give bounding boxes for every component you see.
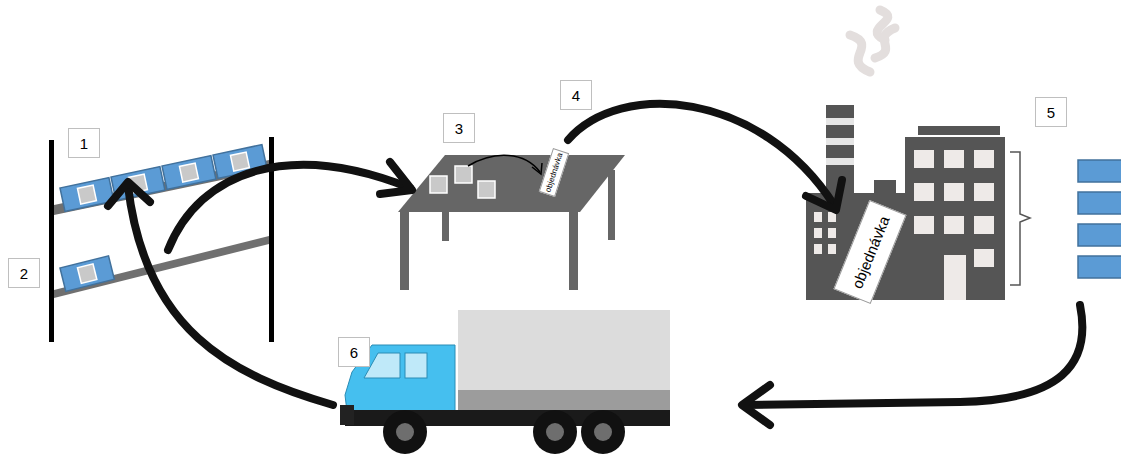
flow-arrow (128, 186, 333, 405)
kanban-card (430, 176, 447, 193)
callout-number: 1 (68, 128, 100, 158)
callout-number: 3 (443, 113, 475, 143)
cargo-box (458, 310, 670, 410)
table (398, 155, 625, 290)
wheel-hub (594, 423, 612, 441)
arrow-head (380, 162, 412, 194)
smoke (850, 10, 895, 72)
callout-number: 5 (1035, 97, 1067, 127)
arrow-head (742, 385, 770, 425)
small-arrow-head (532, 163, 542, 174)
table-leg (608, 170, 615, 240)
kanban-card (455, 166, 472, 183)
wheel (383, 410, 427, 454)
flow-arrow (168, 165, 410, 250)
kanban-card (478, 181, 495, 198)
callout-label: 1 (80, 136, 88, 151)
cab-window (405, 353, 427, 378)
stock-bins (1078, 160, 1121, 278)
callout-label: 4 (572, 88, 580, 103)
callout-label: 2 (20, 266, 28, 281)
flow-arrow (745, 305, 1082, 405)
small-arrow (468, 155, 540, 172)
callout-label: 5 (1047, 105, 1055, 120)
smoke-puff (850, 35, 870, 72)
bumper (340, 405, 354, 425)
factory-vent (874, 180, 896, 194)
table-leg (400, 210, 409, 290)
chimney-stripe (826, 118, 854, 125)
bracket (1010, 152, 1030, 285)
bin (60, 256, 114, 291)
callout-label: 6 (350, 345, 358, 360)
truck (340, 310, 670, 454)
factory-building (905, 137, 1005, 300)
table-leg (442, 205, 449, 241)
callout-number: 6 (338, 337, 370, 367)
wheel (581, 410, 625, 454)
bin (162, 156, 216, 190)
callout-label: 3 (455, 121, 463, 136)
chimney-stripe (826, 138, 854, 145)
factory-roof (918, 126, 1000, 135)
factory (806, 105, 1005, 300)
flow-arrow (568, 104, 834, 205)
wheel-hub (546, 423, 564, 441)
rack (49, 137, 274, 342)
callout-number: 4 (560, 80, 592, 110)
callout-number: 2 (8, 258, 40, 288)
flow-arrows (108, 104, 1082, 425)
wheel-hub (396, 423, 414, 441)
arrow-head (108, 182, 150, 206)
arrow-head (806, 180, 842, 210)
wheel (533, 410, 577, 454)
table-leg (569, 210, 578, 290)
chimney-stripe (826, 158, 854, 165)
smoke-puff (875, 28, 895, 58)
rack-post (49, 140, 54, 342)
cargo-box-base (458, 390, 670, 410)
table-top (398, 155, 625, 212)
